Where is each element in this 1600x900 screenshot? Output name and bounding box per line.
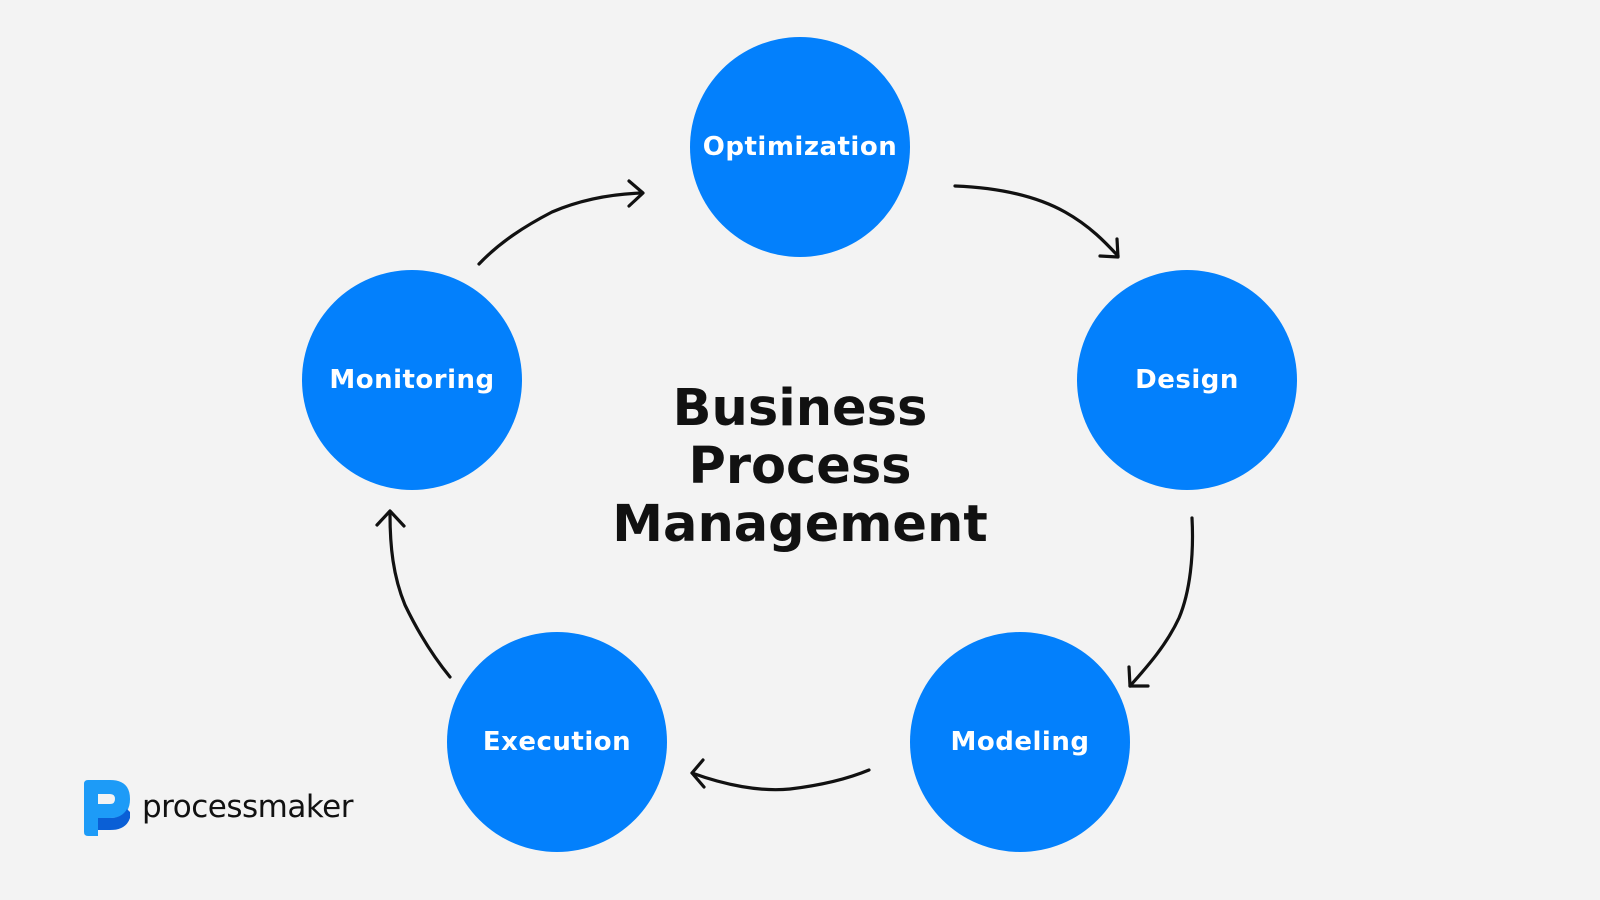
stage-optimization[interactable]: Optimization — [690, 37, 910, 257]
title-line-2: Process — [688, 437, 912, 496]
stage-label: Modeling — [950, 727, 1090, 757]
title-line-3: Management — [612, 495, 988, 554]
diagram-title: Business Process Management — [600, 380, 1000, 554]
stage-modeling[interactable]: Modeling — [910, 632, 1130, 852]
stage-label: Execution — [482, 727, 632, 757]
arrow-execution-to-monitoring — [375, 509, 452, 679]
stage-execution[interactable]: Execution — [447, 632, 667, 852]
arrow-monitoring-to-optimization — [477, 179, 645, 266]
brand-logo: processmaker — [80, 778, 354, 838]
stage-monitoring[interactable]: Monitoring — [302, 270, 522, 490]
logo-text: processmaker — [142, 789, 354, 825]
processmaker-logo-icon — [84, 780, 130, 836]
arrow-optimization-to-design — [953, 184, 1120, 259]
stage-label: Design — [1135, 365, 1239, 395]
stage-design[interactable]: Design — [1077, 270, 1297, 490]
stage-label: Monitoring — [329, 365, 495, 395]
stage-label: Optimization — [702, 132, 898, 162]
arrow-modeling-to-execution — [690, 758, 871, 792]
title-line-1: Business — [672, 379, 928, 438]
arrow-design-to-modeling — [1127, 516, 1195, 688]
